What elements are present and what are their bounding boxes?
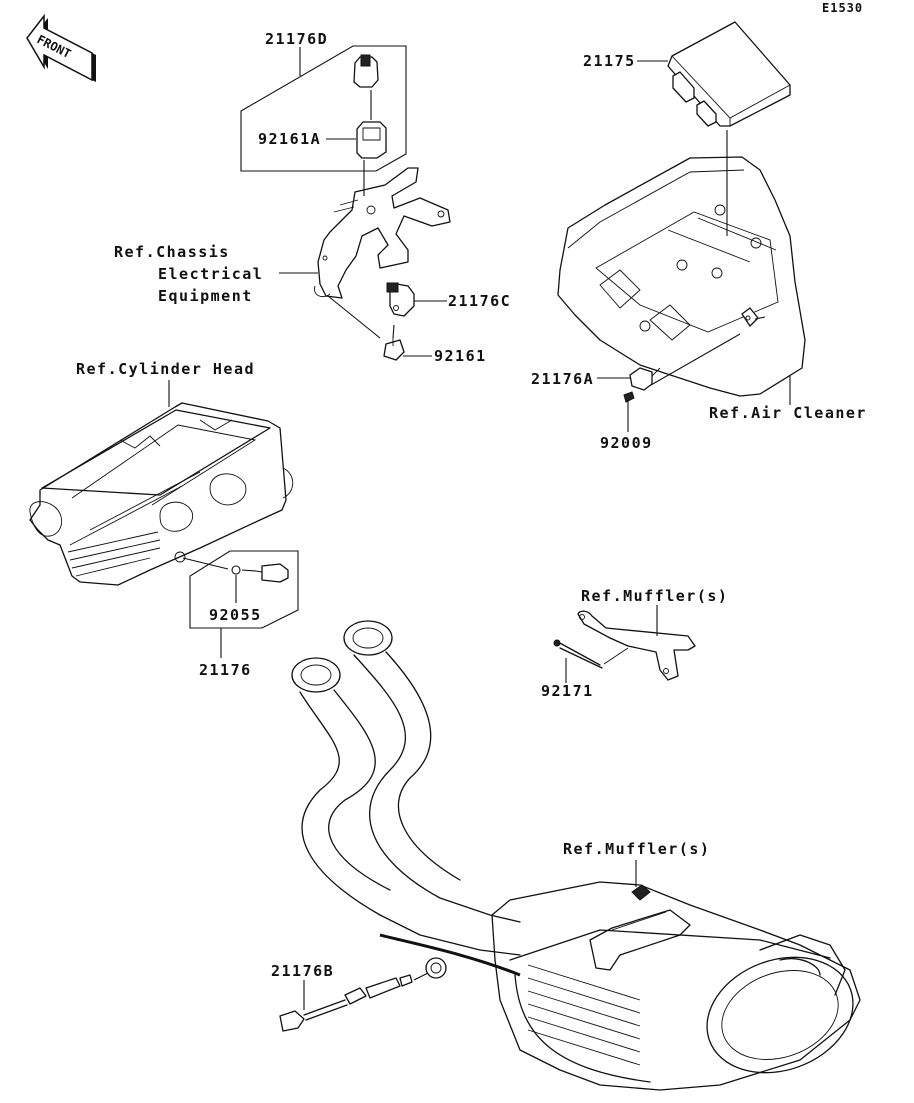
silencer-part — [491, 860, 861, 1091]
label-ref-cylinder-head[interactable]: Ref.Cylinder Head — [76, 360, 256, 378]
label-21176[interactable]: 21176 — [199, 661, 252, 679]
kit-outline-21176 — [182, 550, 299, 658]
o2-sensor-part-21176B — [279, 972, 429, 1032]
label-ref-muffler-upper[interactable]: Ref.Muffler(s) — [581, 587, 729, 605]
relay-part-92161A — [326, 121, 387, 196]
ecu-part-21175 — [637, 21, 791, 236]
grommet-part-92161 — [383, 338, 432, 361]
exhaust-header-part — [291, 620, 521, 979]
relay-cover-part — [353, 54, 379, 120]
label-ref-chassis-line1[interactable]: Ref.Chassis — [114, 243, 230, 261]
label-ref-muffler-lower[interactable]: Ref.Muffler(s) — [563, 840, 711, 858]
diagram-code: E1530 — [822, 1, 864, 15]
kit-outline-21176D — [240, 45, 407, 172]
cylinder-head-part — [29, 380, 294, 586]
label-92055[interactable]: 92055 — [209, 606, 262, 624]
label-21175[interactable]: 21175 — [583, 52, 636, 70]
label-21176C[interactable]: 21176C — [448, 292, 512, 310]
chassis-bracket-part — [279, 167, 451, 339]
label-21176A[interactable]: 21176A — [531, 370, 595, 388]
sensor-part-21176A — [597, 367, 661, 391]
label-92009[interactable]: 92009 — [600, 434, 653, 452]
label-ref-air-cleaner[interactable]: Ref.Air Cleaner — [709, 404, 867, 422]
label-21176D[interactable]: 21176D — [265, 30, 329, 48]
air-cleaner-part — [557, 156, 806, 405]
muffler-bracket-part — [553, 605, 696, 683]
label-92161A[interactable]: 92161A — [258, 130, 322, 148]
sensor-part-21176C — [386, 282, 447, 339]
screw-part-92009 — [623, 391, 635, 432]
label-21176B[interactable]: 21176B — [271, 962, 335, 980]
label-92171[interactable]: 92171 — [541, 682, 594, 700]
label-ref-chassis-line2[interactable]: Electrical — [158, 265, 264, 283]
label-ref-chassis-line3[interactable]: Equipment — [158, 287, 253, 305]
label-92161[interactable]: 92161 — [434, 347, 487, 365]
front-arrow-icon: FRONT — [26, 13, 96, 82]
